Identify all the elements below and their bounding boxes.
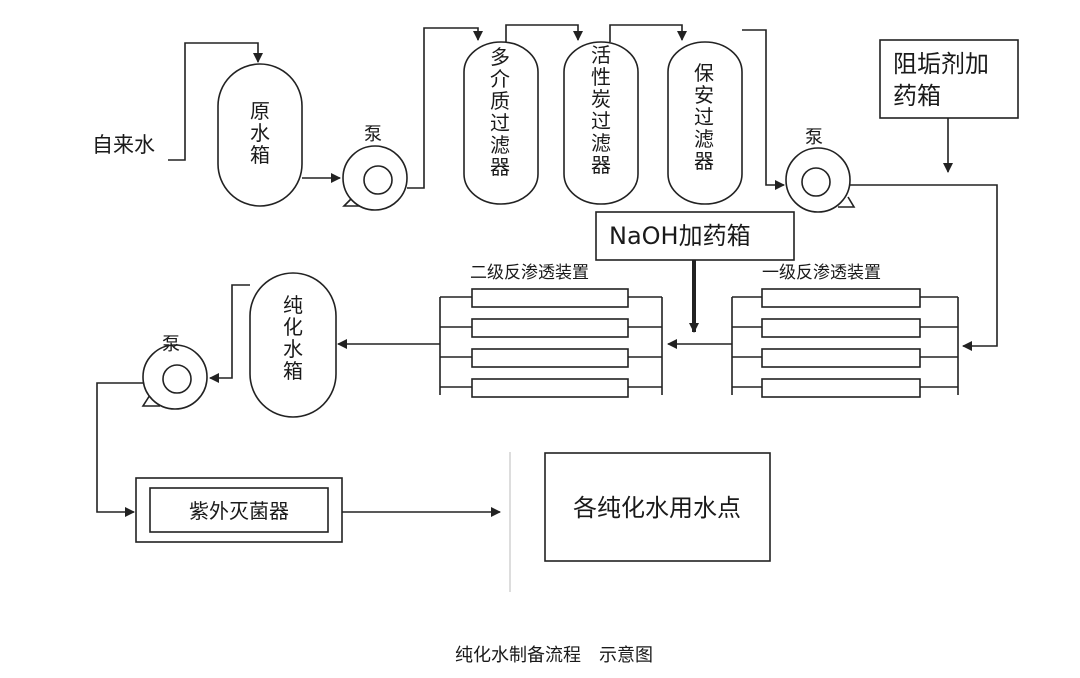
svg-text:原水箱: 原水箱 — [250, 99, 270, 167]
pump-2 — [785, 147, 856, 213]
flow-line-security-to-pump2 — [742, 29, 785, 190]
security-filter — [667, 41, 743, 205]
flow-line-pure-tank-to-pump3 — [209, 284, 250, 383]
flow-line-tap-to-raw-tank — [168, 42, 263, 161]
pump-2-label: 泵 — [805, 127, 823, 148]
ro-stage-1-label: 一级反渗透装置 — [762, 263, 881, 283]
diagram-caption: 纯化水制备流程 示意图 — [455, 645, 653, 666]
tap-water-label: 自来水 — [92, 133, 155, 157]
flow-line-pump-to-multimedia — [407, 27, 483, 189]
flow-line-pump2-to-ro1 — [850, 184, 998, 351]
pump-3-label: 泵 — [162, 334, 180, 355]
svg-text:阻垢剂加: 阻垢剂加 — [893, 50, 989, 78]
svg-text:药箱: 药箱 — [893, 82, 941, 110]
ro-stage-2-label: 二级反渗透装置 — [470, 263, 589, 283]
ro-stage-2-unit — [439, 288, 663, 398]
multi-media-filter-label: 多介质过滤器 — [490, 45, 510, 179]
activated-carbon-filter — [563, 41, 639, 205]
naoh-dosing-box-label: NaOH加药箱 — [609, 222, 751, 250]
svg-text:保安过滤器: 保安过滤器 — [694, 61, 714, 173]
flow-line-multimedia-to-carbon — [505, 24, 583, 42]
flow-line-pump3-to-uv — [96, 382, 144, 517]
naoh-dosing-box — [595, 211, 795, 261]
svg-text:纯化水箱: 纯化水箱 — [283, 293, 303, 383]
use-points-box — [544, 452, 771, 562]
activated-carbon-filter-label: 活性炭过滤器 — [591, 43, 611, 177]
raw-water-tank-label: 原水箱 — [250, 99, 270, 167]
pure-water-tank-label: 纯化水箱 — [283, 293, 303, 383]
flow-line-carbon-to-security — [609, 24, 687, 42]
pump-1 — [342, 145, 408, 211]
raw-water-tank — [217, 63, 303, 207]
security-filter-label: 保安过滤器 — [694, 61, 714, 173]
ro-stage-1-unit — [731, 288, 959, 398]
use-points-label: 各纯化水用水点 — [573, 494, 741, 522]
uv-sterilizer-label: 紫外灭菌器 — [189, 499, 289, 523]
svg-text:多介质过滤器: 多介质过滤器 — [490, 45, 510, 179]
uv-sterilizer-inner — [149, 487, 329, 533]
antiscalant-dosing-box-label: 阻垢剂加 药箱 — [893, 50, 989, 110]
multi-media-filter — [463, 41, 539, 205]
pump-1-label: 泵 — [364, 124, 382, 145]
svg-text:活性炭过滤器: 活性炭过滤器 — [591, 43, 611, 177]
antiscalant-dosing-box — [879, 39, 1019, 119]
pump-3 — [141, 344, 208, 410]
pure-water-tank — [249, 272, 337, 418]
